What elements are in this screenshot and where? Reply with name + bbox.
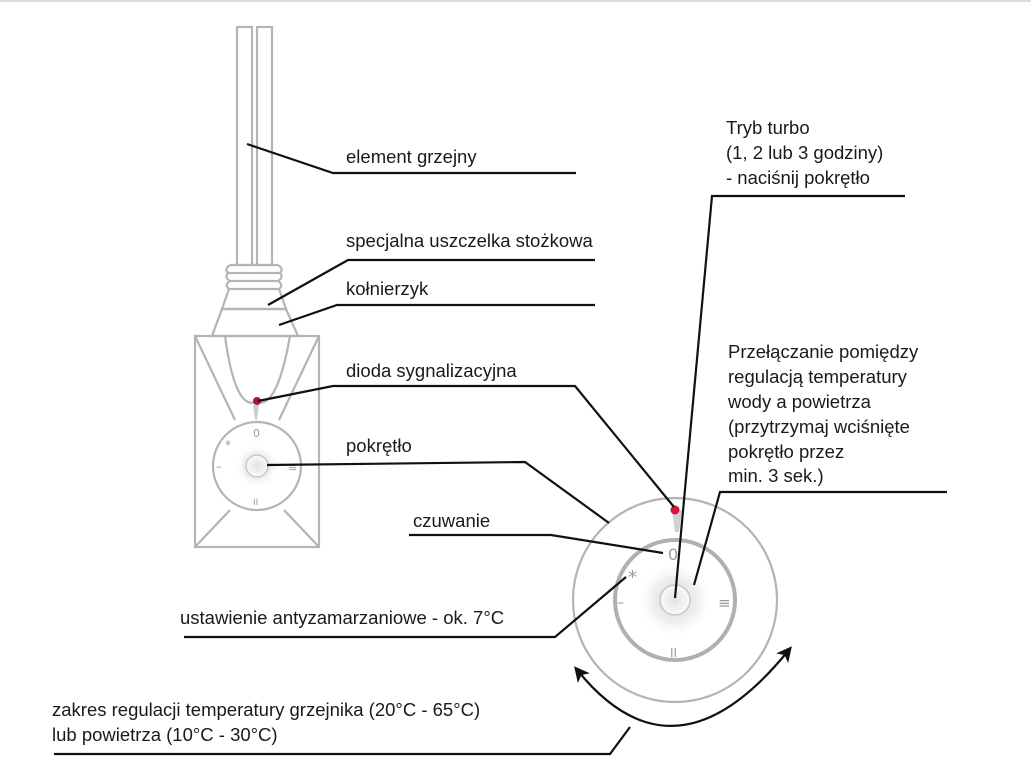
label-range-line2: lub powietrza (10°C - 30°C) — [52, 724, 278, 745]
leader-range — [54, 726, 631, 756]
dial-mark-iii: ≡ — [718, 594, 731, 612]
leader-collar — [278, 303, 595, 327]
leader-heating-element — [246, 142, 576, 175]
label-standby: czuwanie — [413, 510, 490, 531]
leader-standby — [409, 533, 664, 555]
housing — [193, 334, 321, 549]
label-switching: Przełączanie pomiędzy regulacją temperat… — [727, 341, 919, 486]
diode-stem-small — [253, 405, 259, 420]
label-heating-element: element grzejny — [346, 146, 477, 167]
diode-stem — [672, 510, 682, 532]
label-switching-line: min. 3 sek.) — [728, 465, 824, 486]
label-signal-diode: dioda sygnalizacyjna — [346, 360, 517, 381]
leader-diode — [257, 384, 675, 508]
dial-mark-minus: – — [617, 595, 624, 611]
dial-mark-ii: II — [670, 646, 677, 660]
label-turbo: Tryb turbo (1, 2 lub 3 godziny) - naciśn… — [726, 117, 883, 188]
label-turbo-line: Tryb turbo — [726, 117, 810, 138]
dial-mark-0: 0 — [668, 545, 678, 564]
leader-antifreeze — [184, 576, 627, 639]
label-antifreeze: ustawienie antyzamarzaniowe - ok. 7°C — [180, 607, 504, 628]
range-arrow — [574, 646, 792, 727]
diode-large — [670, 505, 680, 515]
leader-switching — [692, 490, 947, 586]
label-collar: kołnierzyk — [346, 278, 429, 299]
label-switching-line: Przełączanie pomiędzy — [728, 341, 919, 362]
knob-ring-small — [211, 420, 303, 512]
leader-cone-seal — [267, 258, 595, 306]
dial-mark-star: * — [628, 567, 637, 588]
dial-mark-star-small: * — [225, 438, 231, 452]
label-cone-seal: specjalna uszczelka stożkowa — [346, 230, 593, 251]
dial-mark-minus-small: – — [216, 460, 222, 473]
top-border — [0, 0, 1031, 2]
heating-rod-right — [255, 25, 274, 267]
outer-ring — [571, 496, 779, 704]
heater-device-small: 0 * – II ≡ — [193, 25, 321, 549]
cone-seal — [220, 287, 288, 311]
label-switching-line: wody a powietrza — [727, 391, 872, 412]
label-knob: pokrętło — [346, 435, 412, 456]
label-turbo-line: (1, 2 lub 3 godziny) — [726, 142, 883, 163]
dial-mark-iii-small: ≡ — [288, 461, 297, 474]
knob-cap-small — [245, 454, 269, 478]
label-switching-line: (przytrzymaj wciśnięte — [728, 416, 910, 437]
diode-small — [253, 397, 261, 405]
thread — [225, 263, 283, 290]
dial-mark-ii-small: II — [253, 498, 258, 508]
knob-cap — [659, 584, 691, 616]
leader-turbo — [673, 194, 905, 599]
leader-knob — [266, 460, 610, 524]
label-range-line1: zakres regulacji temperatury grzejnika (… — [52, 699, 480, 720]
label-turbo-line: - naciśnij pokrętło — [726, 167, 870, 188]
dial-mark-0-small: 0 — [253, 427, 260, 440]
label-switching-line: pokrętło przez — [728, 441, 844, 462]
label-switching-line: regulacją temperatury — [728, 366, 908, 387]
